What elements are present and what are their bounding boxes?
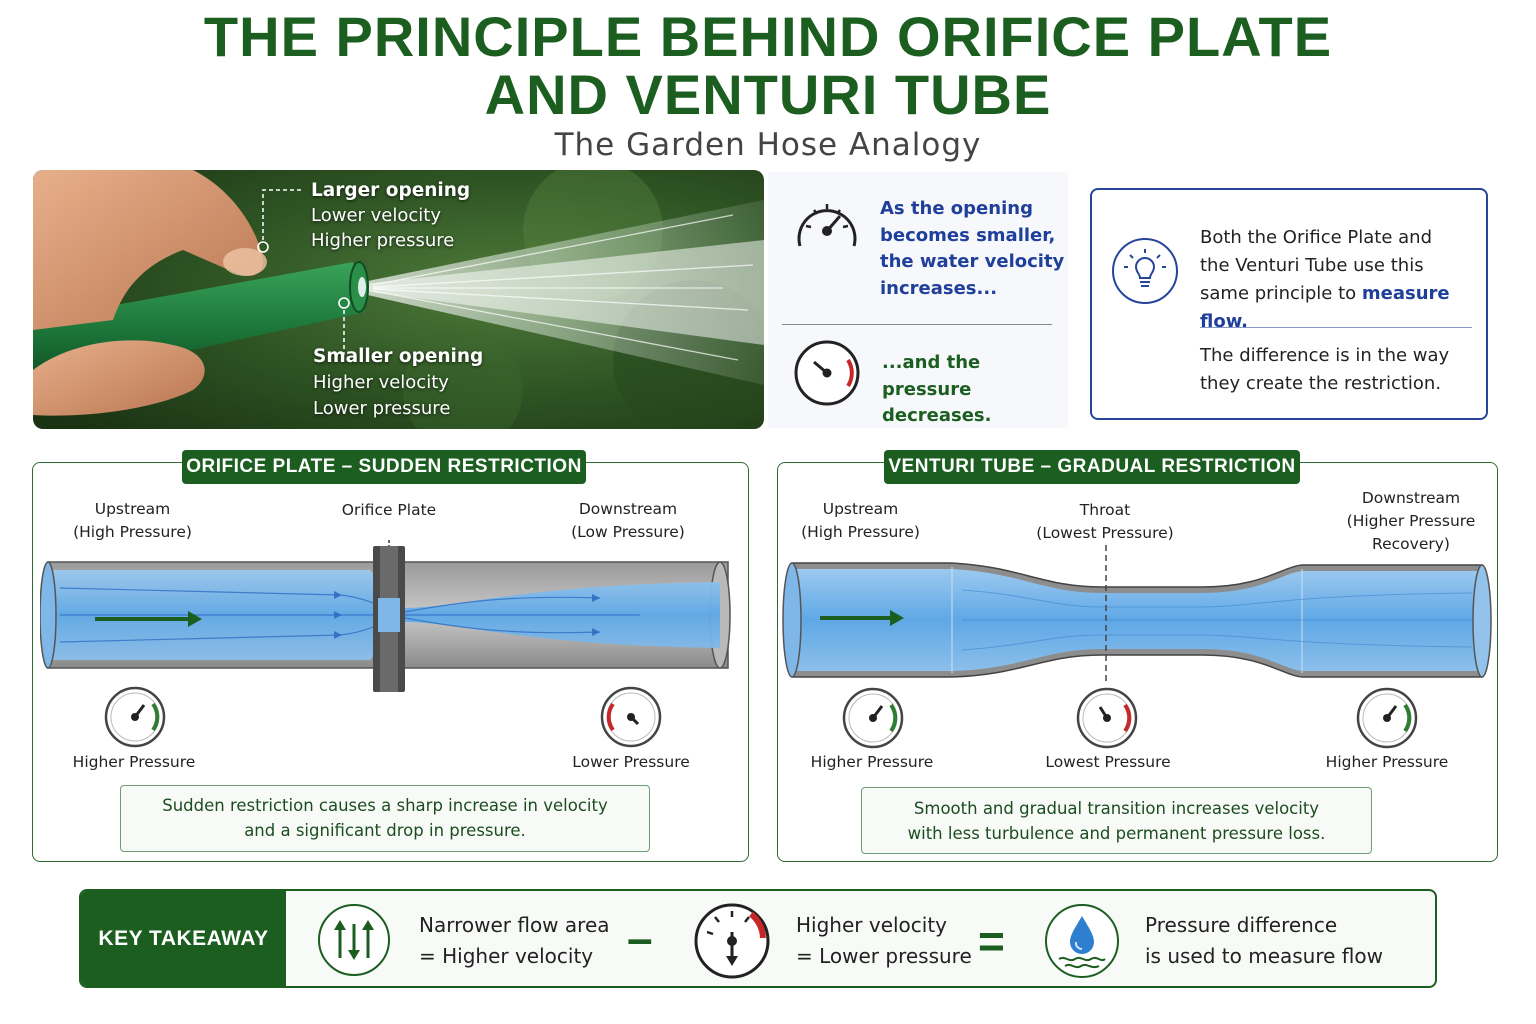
measure-flow-emphasis: measure flow.	[1200, 283, 1450, 332]
gauge-icon	[797, 204, 857, 247]
pressure-line-1: ...and the pressure	[882, 352, 981, 400]
velocity-line-3: the water velocity	[880, 251, 1065, 272]
velocity-line-4: increases...	[880, 277, 998, 299]
takeaway-item-3-line2: is used to measure flow	[1145, 944, 1383, 968]
smaller-opening-line2: Lower pressure	[313, 398, 451, 419]
orifice-plate-diagram	[40, 540, 731, 692]
divider	[782, 324, 1052, 325]
title-line-2: AND VENTURI TUBE	[484, 63, 1052, 126]
smaller-opening-head: Smaller opening	[313, 346, 484, 367]
key-takeaway-head: KEY TAKEAWAY	[81, 891, 286, 986]
flow-arrows-icon	[318, 904, 390, 976]
difference-line-1: The difference is in the way	[1200, 345, 1450, 366]
minus-operator: –	[627, 912, 653, 964]
venturi-throat-line2: (Lowest Pressure)	[1036, 524, 1174, 542]
gauge-icon	[1356, 687, 1418, 749]
takeaway-item-2-line2: = Lower pressure	[796, 944, 972, 968]
venturi-upstream-label: Upstream (High Pressure)	[788, 498, 933, 544]
gauge-icon	[1076, 687, 1138, 749]
smaller-opening-label: Smaller opening Higher velocity Lower pr…	[313, 344, 483, 422]
orifice-upstream-line1: Upstream	[94, 500, 171, 518]
venturi-gauge-mid-label: Lowest Pressure	[1045, 753, 1171, 771]
larger-opening-label: Larger opening Lower velocity Higher pre…	[311, 178, 470, 253]
gauge-icon	[842, 687, 904, 749]
venturi-caption-line1: Smooth and gradual transition increases …	[913, 799, 1320, 818]
larger-opening-line1: Lower velocity	[311, 205, 441, 226]
orifice-downstream-label: Downstream (Low Pressure)	[560, 498, 696, 544]
venturi-gauge-left-label: Higher Pressure	[810, 753, 934, 771]
orifice-caption-line1: Sudden restriction causes a sharp increa…	[162, 796, 608, 815]
gauge-icon	[694, 903, 770, 979]
divider	[1200, 327, 1472, 328]
smaller-opening-line1: Higher velocity	[313, 372, 449, 393]
velocity-line-1: As the opening	[880, 198, 1033, 219]
venturi-downstream-line2: (Higher Pressure	[1346, 512, 1476, 530]
venturi-caption-line2: with less turbulence and permanent press…	[907, 824, 1326, 843]
venturi-downstream-label: Downstream (Higher Pressure Recovery)	[1336, 487, 1486, 556]
gauge-icon	[600, 686, 662, 748]
principle-line-1: Both the Orifice Plate and	[1200, 227, 1433, 248]
larger-opening-head: Larger opening	[311, 180, 471, 201]
principle-info-box: Both the Orifice Plate and the Venturi T…	[1090, 188, 1488, 420]
garden-hose-illustration	[33, 170, 764, 429]
page-title: THE PRINCIPLE BEHIND ORIFICE PLATE AND V…	[0, 8, 1536, 124]
gauge-icon	[794, 340, 860, 406]
takeaway-item-3-line1: Pressure difference	[1145, 913, 1338, 937]
orifice-upstream-line2: (High Pressure)	[73, 523, 192, 541]
venturi-gauge-right-label: Higher Pressure	[1325, 753, 1449, 771]
orifice-upstream-label: Upstream (High Pressure)	[60, 498, 205, 544]
venturi-throat-label: Throat (Lowest Pressure)	[1030, 499, 1180, 545]
title-line-1: THE PRINCIPLE BEHIND ORIFICE PLATE	[203, 5, 1333, 68]
water-drop-icon	[1045, 904, 1119, 978]
key-takeaway-box: KEY TAKEAWAY Narrower flow area = Higher…	[79, 889, 1437, 988]
pressure-decrease-text: ...and the pressure decreases.	[882, 350, 1068, 430]
orifice-section-title: ORIFICE PLATE – SUDDEN RESTRICTION	[182, 450, 586, 484]
takeaway-item-2-line1: Higher velocity	[796, 913, 948, 937]
orifice-downstream-line2: (Low Pressure)	[571, 523, 685, 541]
orifice-downstream-line1: Downstream	[578, 500, 678, 518]
takeaway-item-1-line1: Narrower flow area	[419, 913, 610, 937]
difference-text: The difference is in the way they create…	[1200, 342, 1449, 398]
arrow-right-icon	[890, 610, 904, 626]
venturi-caption: Smooth and gradual transition increases …	[861, 787, 1372, 854]
takeaway-item-1: Narrower flow area = Higher velocity	[419, 910, 610, 972]
velocity-increase-text: As the opening becomes smaller, the wate…	[880, 196, 1064, 302]
principle-text: Both the Orifice Plate and the Venturi T…	[1200, 224, 1486, 336]
difference-line-2: they create the restriction.	[1200, 373, 1442, 394]
venturi-section-title: VENTURI TUBE – GRADUAL RESTRICTION	[884, 450, 1300, 484]
gauge-icon	[104, 686, 166, 748]
orifice-gauge-right-label: Lower Pressure	[572, 753, 690, 771]
velocity-line-2: becomes smaller,	[880, 224, 1056, 246]
orifice-caption: Sudden restriction causes a sharp increa…	[120, 785, 650, 852]
lightbulb-icon	[1112, 238, 1178, 304]
principle-line-3-pre: same principle to	[1200, 283, 1362, 304]
principle-line-2: the Venturi Tube use this	[1200, 255, 1424, 276]
takeaway-item-2: Higher velocity = Lower pressure	[796, 910, 972, 972]
orifice-gauge-left-label: Higher Pressure	[72, 753, 196, 771]
venturi-throat-line1: Throat	[1079, 501, 1131, 519]
velocity-pressure-panel: As the opening becomes smaller, the wate…	[768, 172, 1068, 428]
takeaway-item-3: Pressure difference is used to measure f…	[1145, 910, 1383, 972]
arrow-right-icon	[188, 611, 202, 627]
larger-opening-line2: Higher pressure	[311, 230, 455, 251]
venturi-downstream-line1: Downstream	[1361, 489, 1461, 507]
garden-hose-photo: Larger opening Lower velocity Higher pre…	[33, 170, 764, 429]
venturi-tube-diagram	[782, 545, 1492, 685]
orifice-caption-line2: and a significant drop in pressure.	[244, 821, 526, 840]
venturi-upstream-line1: Upstream	[822, 500, 899, 518]
pressure-line-2: decreases.	[882, 405, 992, 426]
takeaway-item-1-line2: = Higher velocity	[419, 944, 594, 968]
orifice-plate-label: Orifice Plate	[341, 501, 437, 519]
page-subtitle: The Garden Hose Analogy	[554, 127, 982, 163]
venturi-upstream-line2: (High Pressure)	[801, 523, 920, 541]
venturi-downstream-line3: Recovery)	[1372, 535, 1450, 553]
principle-line-3: same principle to measure flow.	[1200, 280, 1486, 336]
equals-operator: =	[978, 915, 1005, 967]
